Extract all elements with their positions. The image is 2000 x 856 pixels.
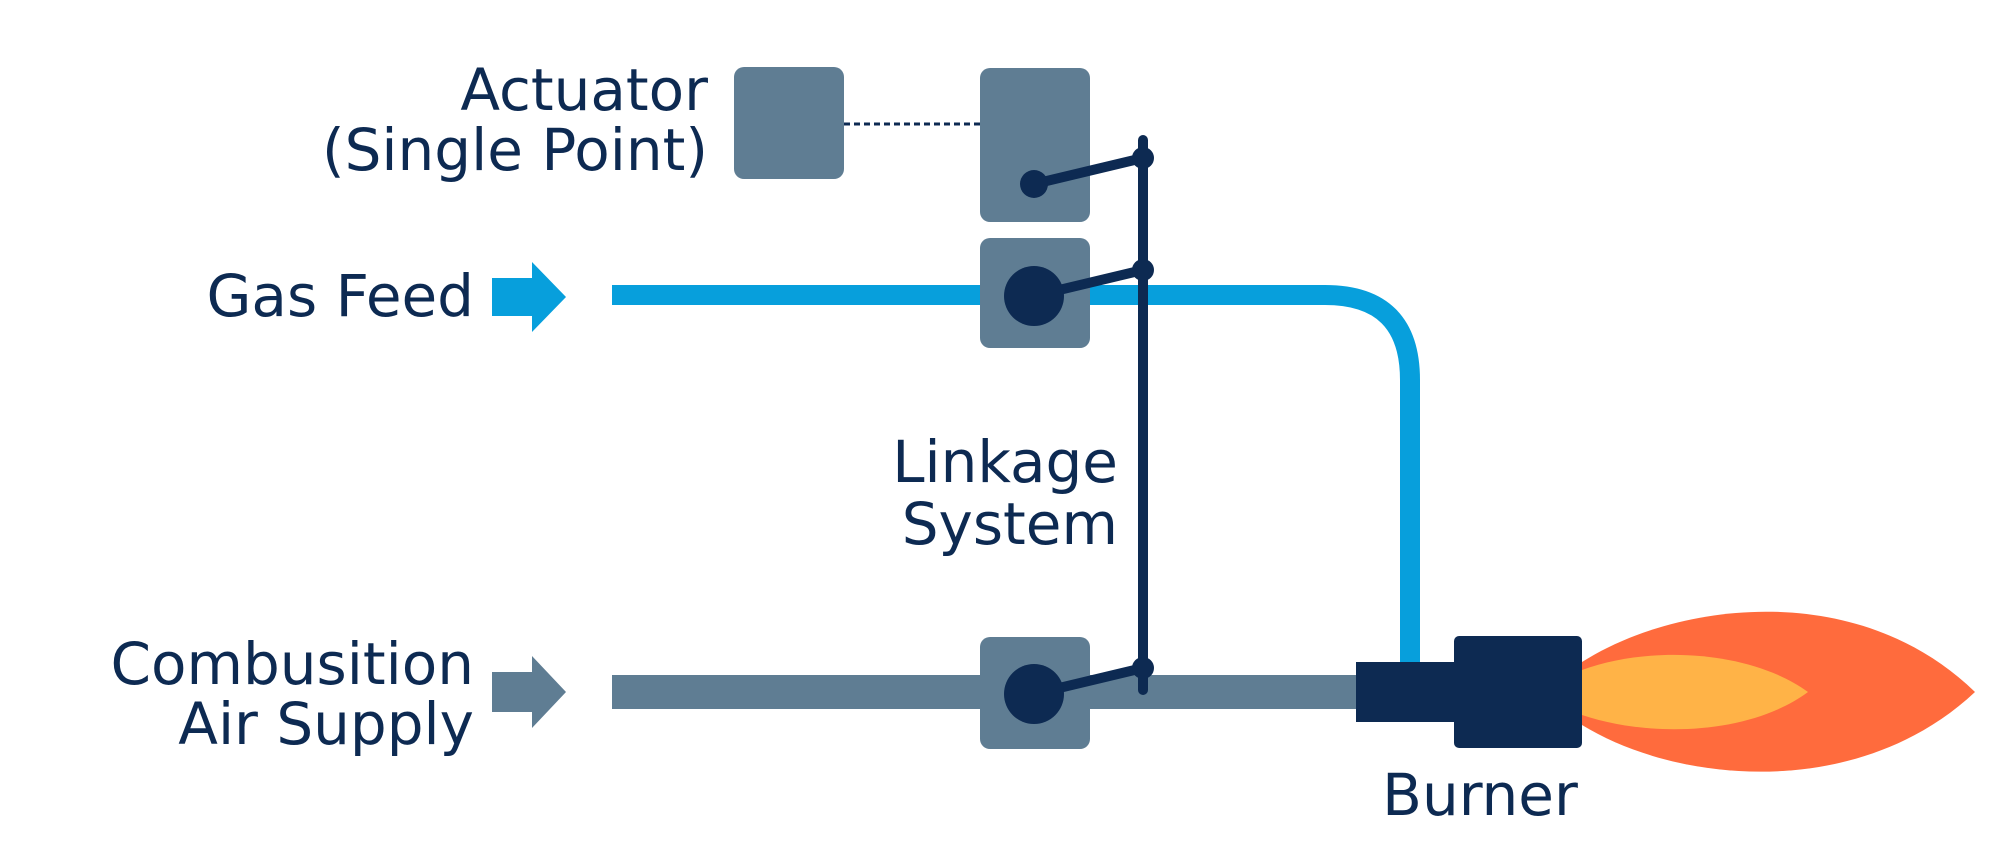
gas-feed-arrow-icon xyxy=(492,262,566,332)
air-supply-label-line2: Air Supply xyxy=(178,690,474,758)
actuator-linkage-housing xyxy=(980,68,1090,222)
burner-nozzle xyxy=(1356,662,1456,722)
air-supply-label-line1: Combusition xyxy=(111,630,475,698)
gas-feed-label: Gas Feed xyxy=(206,262,474,330)
linkage-pivot-middle xyxy=(1132,259,1154,281)
actuator-label-line2: (Single Point) xyxy=(322,116,708,184)
actuator-crank-arm xyxy=(1029,153,1148,189)
linkage-system xyxy=(1029,135,1148,699)
actuator-crank-hub xyxy=(1020,170,1048,198)
flame-inner-icon xyxy=(1582,654,1808,730)
linkage-label-line2: System xyxy=(902,490,1118,558)
air-damper-disc xyxy=(1004,664,1064,724)
burner-body xyxy=(1454,636,1582,748)
linkage-label-line1: Linkage xyxy=(892,428,1118,496)
actuator-box xyxy=(734,67,844,179)
linkage-pivot-top xyxy=(1132,147,1154,169)
actuator-label-line1: Actuator xyxy=(460,56,708,124)
linkage-pivot-bottom xyxy=(1132,657,1154,679)
gas-feed-pipe xyxy=(612,285,1420,665)
air-supply-arrow-icon xyxy=(492,656,566,728)
burner-label: Burner xyxy=(1382,761,1578,829)
gas-valve-disc xyxy=(1004,266,1064,326)
